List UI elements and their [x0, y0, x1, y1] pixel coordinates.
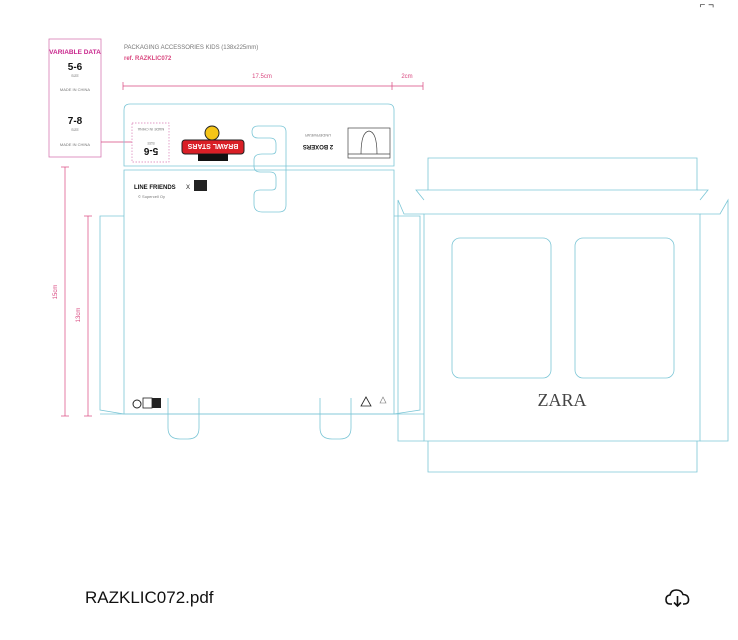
front-size: 5-6 — [143, 145, 158, 156]
dim-width-flap: 2cm — [401, 74, 412, 80]
box-back-panel: ZARA — [397, 157, 729, 473]
document-title: PACKAGING ACCESSORIES KIDS (138x225mm) — [124, 45, 258, 51]
zara-logo: ZARA — [538, 390, 587, 410]
boxer-illustration — [347, 127, 391, 159]
box-front-panel: MADE IN CHINA SIZE 5-6 BRAWL STARS 2 BOX… — [99, 103, 424, 440]
file-name: RAZKLIC072.pdf — [85, 588, 214, 607]
brand-x: X — [186, 185, 190, 191]
size-5-6: 5-6 — [68, 62, 83, 73]
variable-data-heading: VARIABLE DATA — [49, 49, 101, 56]
product-label: 2 BOXERS — [303, 143, 333, 149]
dim-width-main: 17.5cm — [252, 74, 272, 80]
cloud-download-icon — [665, 589, 690, 608]
variable-data-panel: VARIABLE DATA 5-6 SIZE MADE IN CHINA 7-8… — [48, 38, 132, 158]
window-corner-marks: ⌐ ¬ — [699, 0, 714, 11]
origin-label: MADE IN CHINA — [60, 87, 91, 92]
logo-text: BRAWL STARS — [187, 142, 238, 149]
size-label: SIZE — [71, 128, 79, 132]
dim-height-outer: 15cm — [53, 285, 59, 300]
origin-label: MADE IN CHINA — [60, 142, 91, 147]
recycling-icons — [132, 396, 387, 409]
front-origin: MADE IN CHINA — [137, 127, 164, 131]
copyright: © Supercell Oy — [138, 194, 165, 199]
brand-line: LINE FRIENDS — [134, 185, 176, 191]
brawl-stars-logo: BRAWL STARS — [181, 125, 245, 161]
partner-logo — [194, 180, 207, 191]
front-size-label: SIZE — [146, 141, 154, 145]
size-label: SIZE — [71, 74, 79, 78]
download-button[interactable] — [664, 586, 692, 610]
dieline-drawing: VARIABLE DATA 5-6 SIZE MADE IN CHINA 7-8… — [48, 38, 729, 473]
dim-height-inner: 13cm — [76, 308, 82, 323]
size-7-8: 7-8 — [68, 116, 83, 127]
document-ref: ref. RAZKLIC072 — [124, 56, 172, 62]
category-label: UNDERWEAR — [305, 133, 331, 138]
